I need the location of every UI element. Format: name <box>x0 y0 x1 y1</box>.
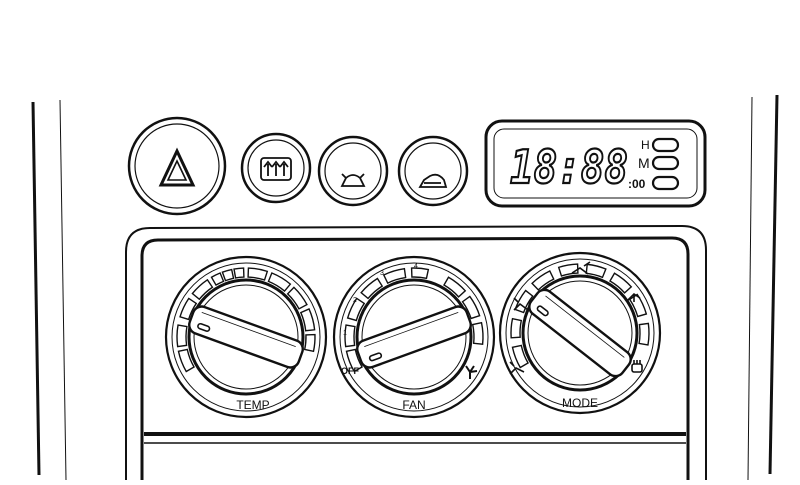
rear-defrost-button[interactable] <box>240 132 312 204</box>
floor-defrost-icon <box>627 292 641 302</box>
temp-dial-ring <box>193 284 299 390</box>
hour-label: H <box>641 138 650 152</box>
temp-grip-bar <box>188 305 304 369</box>
fan-grip-highlight <box>364 312 459 347</box>
temp-scale-segment <box>247 267 269 281</box>
mode-scale-segment <box>531 270 555 291</box>
temp-grip-highlight <box>201 312 296 347</box>
temp-pointer <box>197 322 211 332</box>
recirculation-button[interactable] <box>317 135 389 207</box>
fan-speed-3-label: 3 <box>380 270 384 277</box>
fan-scale-segment <box>346 297 366 322</box>
fresh-air-icon <box>418 173 448 188</box>
hazard-triangle-icon <box>158 147 196 187</box>
temp-scale-segment <box>233 267 245 279</box>
minute-label: M <box>638 155 650 171</box>
temp-scale-segment <box>176 324 188 348</box>
fan-speed-2-label: 2 <box>353 297 357 304</box>
minute-button[interactable] <box>651 155 680 171</box>
fan-pointer <box>368 352 383 362</box>
floor-vent-icon <box>509 361 525 375</box>
mode-grip-highlight <box>545 295 625 358</box>
defrost-icon <box>631 360 643 373</box>
mode-scale-segment <box>514 289 534 314</box>
recirculation-icon <box>340 173 366 187</box>
mode-bezel-inner <box>505 258 655 408</box>
clock-display: 18:88 H M :00 <box>484 119 707 208</box>
bi-level-icon <box>513 297 529 311</box>
mode-scale-segment <box>609 272 633 294</box>
mode-scale-segment <box>510 317 523 339</box>
dashboard-side-trim <box>31 94 779 481</box>
mode-grip-bar <box>528 288 632 378</box>
temp-scale-segment <box>267 272 292 293</box>
temp-scale-segment <box>179 297 198 321</box>
fan-speed-1-label: 1 <box>343 330 347 337</box>
fan-grip-bar <box>356 305 472 369</box>
rear-defrost-icon <box>260 157 292 181</box>
fan-label: FAN <box>402 398 425 412</box>
hour-button[interactable] <box>651 137 680 153</box>
fan-scale-segment <box>443 276 467 298</box>
fan-speed-4-label: 4 <box>414 263 418 270</box>
zero-label: :00 <box>628 177 646 191</box>
fresh-air-button[interactable] <box>397 135 469 207</box>
temp-scale-segment <box>299 308 316 332</box>
temp-bezel-inner <box>171 262 321 412</box>
fan-scale-segment <box>471 321 484 345</box>
temp-scale-segment <box>177 348 195 373</box>
fan-knob[interactable] <box>332 255 496 419</box>
temp-grip[interactable] <box>187 304 306 370</box>
mode-knob[interactable] <box>498 251 662 415</box>
mode-pointer <box>536 305 549 317</box>
face-vent-icon <box>571 261 591 275</box>
temp-label: TEMP <box>236 398 269 412</box>
mode-scale-segment <box>511 344 529 369</box>
fan-scale-segment <box>360 277 384 300</box>
mode-label: MODE <box>562 396 598 410</box>
fan-bezel-inner <box>339 262 489 412</box>
temp-scale-segment <box>221 268 235 282</box>
fan-scale-segment <box>382 267 407 285</box>
mode-grip[interactable] <box>526 286 635 379</box>
zero-button[interactable] <box>651 175 680 191</box>
fan-scale-segment <box>461 295 481 320</box>
fan-dial-ring <box>361 284 467 390</box>
clock-time: 18:88 <box>510 140 628 194</box>
fan-icon <box>465 365 478 379</box>
temp-scale-segment <box>191 278 214 301</box>
fan-off-label: OFF <box>341 366 359 376</box>
temp-knob[interactable] <box>164 255 328 419</box>
fan-scale-segment <box>344 324 356 348</box>
temp-scale-segment <box>303 333 316 353</box>
temp-scale-segment <box>286 286 308 310</box>
mode-scale-segment <box>638 322 650 346</box>
fan-scale-segment <box>410 267 430 280</box>
fan-grip[interactable] <box>355 304 474 370</box>
fan-scale-segment <box>345 348 363 373</box>
mode-dial-ring <box>527 280 633 386</box>
climate-panel <box>125 224 707 480</box>
temp-scale-segment <box>210 272 225 286</box>
hazard-button[interactable] <box>127 116 227 216</box>
